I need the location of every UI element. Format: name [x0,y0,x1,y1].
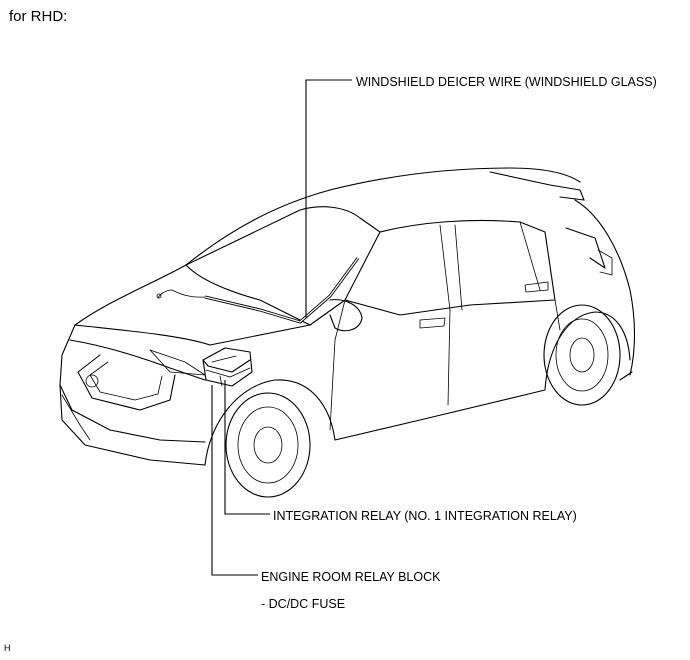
integration-relay-label: INTEGRATION RELAY (NO. 1 INTEGRATION REL… [273,509,577,523]
leader-lines [211,79,352,576]
windshield-deicer-wire [156,257,360,324]
engine-room-relay-block [202,347,253,387]
windshield-deicer-wire-label: WINDSHIELD DEICER WIRE (WINDSHIELD GLASS… [356,75,657,89]
dcdc-fuse-label: - DC/DC FUSE [261,597,346,611]
car-body-outline [59,167,636,498]
figure-code: H [4,643,11,653]
engine-room-relay-block-label: ENGINE ROOM RELAY BLOCK [261,570,441,584]
diagram-header: for RHD: [9,8,68,25]
